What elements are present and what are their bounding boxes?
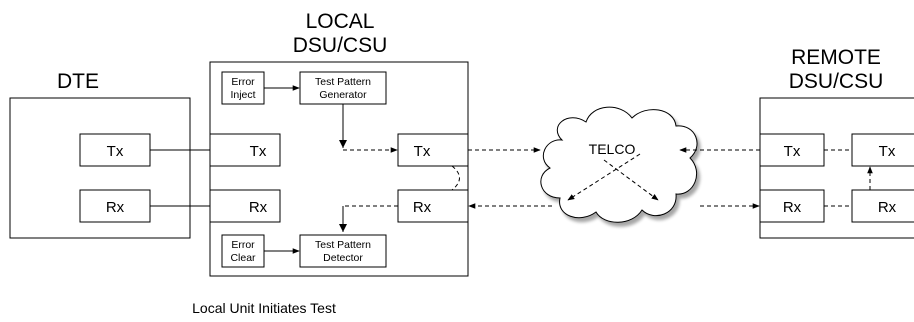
telco-cloud: [540, 106, 698, 223]
error-inject-box: Error Inject: [221, 71, 265, 105]
dte-tx-port: Tx: [79, 133, 151, 167]
detector-line1: Test Pattern: [315, 239, 371, 251]
generator-line1: Test Pattern: [315, 76, 371, 88]
local-dte-tx-label: Tx: [250, 143, 267, 160]
local-dte-rx-label: Rx: [249, 199, 268, 216]
remote-line-rx-label: Rx: [783, 199, 802, 216]
test-pattern-generator-box: Test Pattern Generator: [299, 71, 387, 105]
generator-line2: Generator: [319, 89, 367, 101]
detector-line2: Detector: [323, 252, 363, 264]
remote-line-tx-port: Tx: [759, 133, 825, 167]
error-clear-line2: Clear: [230, 252, 256, 264]
remote-line-tx-label: Tx: [784, 143, 801, 160]
telco-label: TELCO: [589, 141, 636, 157]
local-line-tx-label: Tx: [414, 143, 431, 160]
remote-title-line1: REMOTE: [791, 46, 881, 69]
telco-cross-up: [567, 153, 641, 201]
telco-cross-down: [603, 159, 659, 201]
error-inject-line2: Inject: [230, 89, 255, 101]
local-dte-tx-port: Tx: [209, 133, 281, 167]
remote-title-line2: DSU/CSU: [789, 70, 884, 93]
error-inject-line1: Error: [231, 76, 255, 88]
local-title-line1: LOCAL: [306, 10, 375, 33]
remote-loop-rx-port: Rx: [851, 189, 914, 223]
dte-title: DTE: [57, 70, 99, 93]
local-loop-arc: [451, 165, 460, 191]
diagram-caption: Local Unit Initiates Test: [192, 300, 336, 316]
dte-rx-label: Rx: [106, 199, 125, 216]
remote-line-rx-port: Rx: [759, 189, 825, 223]
generator-output-head: [339, 140, 347, 148]
remote-loop-tx-label: Tx: [879, 143, 896, 160]
local-title-line2: DSU/CSU: [293, 34, 388, 57]
error-clear-box: Error Clear: [221, 234, 265, 268]
dte-rx-port: Rx: [79, 189, 151, 223]
test-pattern-detector-box: Test Pattern Detector: [299, 234, 387, 268]
local-dte-rx-port: Rx: [209, 189, 281, 223]
remote-loop-rx-label: Rx: [878, 199, 897, 216]
dte-tx-label: Tx: [107, 143, 124, 160]
rx-to-detector-head: [339, 224, 347, 232]
local-line-tx-port: Tx: [397, 133, 469, 167]
local-line-rx-port: Rx: [397, 189, 469, 223]
local-line-rx-label: Rx: [413, 199, 432, 216]
remote-loop-tx-port: Tx: [851, 133, 914, 167]
error-clear-line1: Error: [231, 239, 255, 251]
